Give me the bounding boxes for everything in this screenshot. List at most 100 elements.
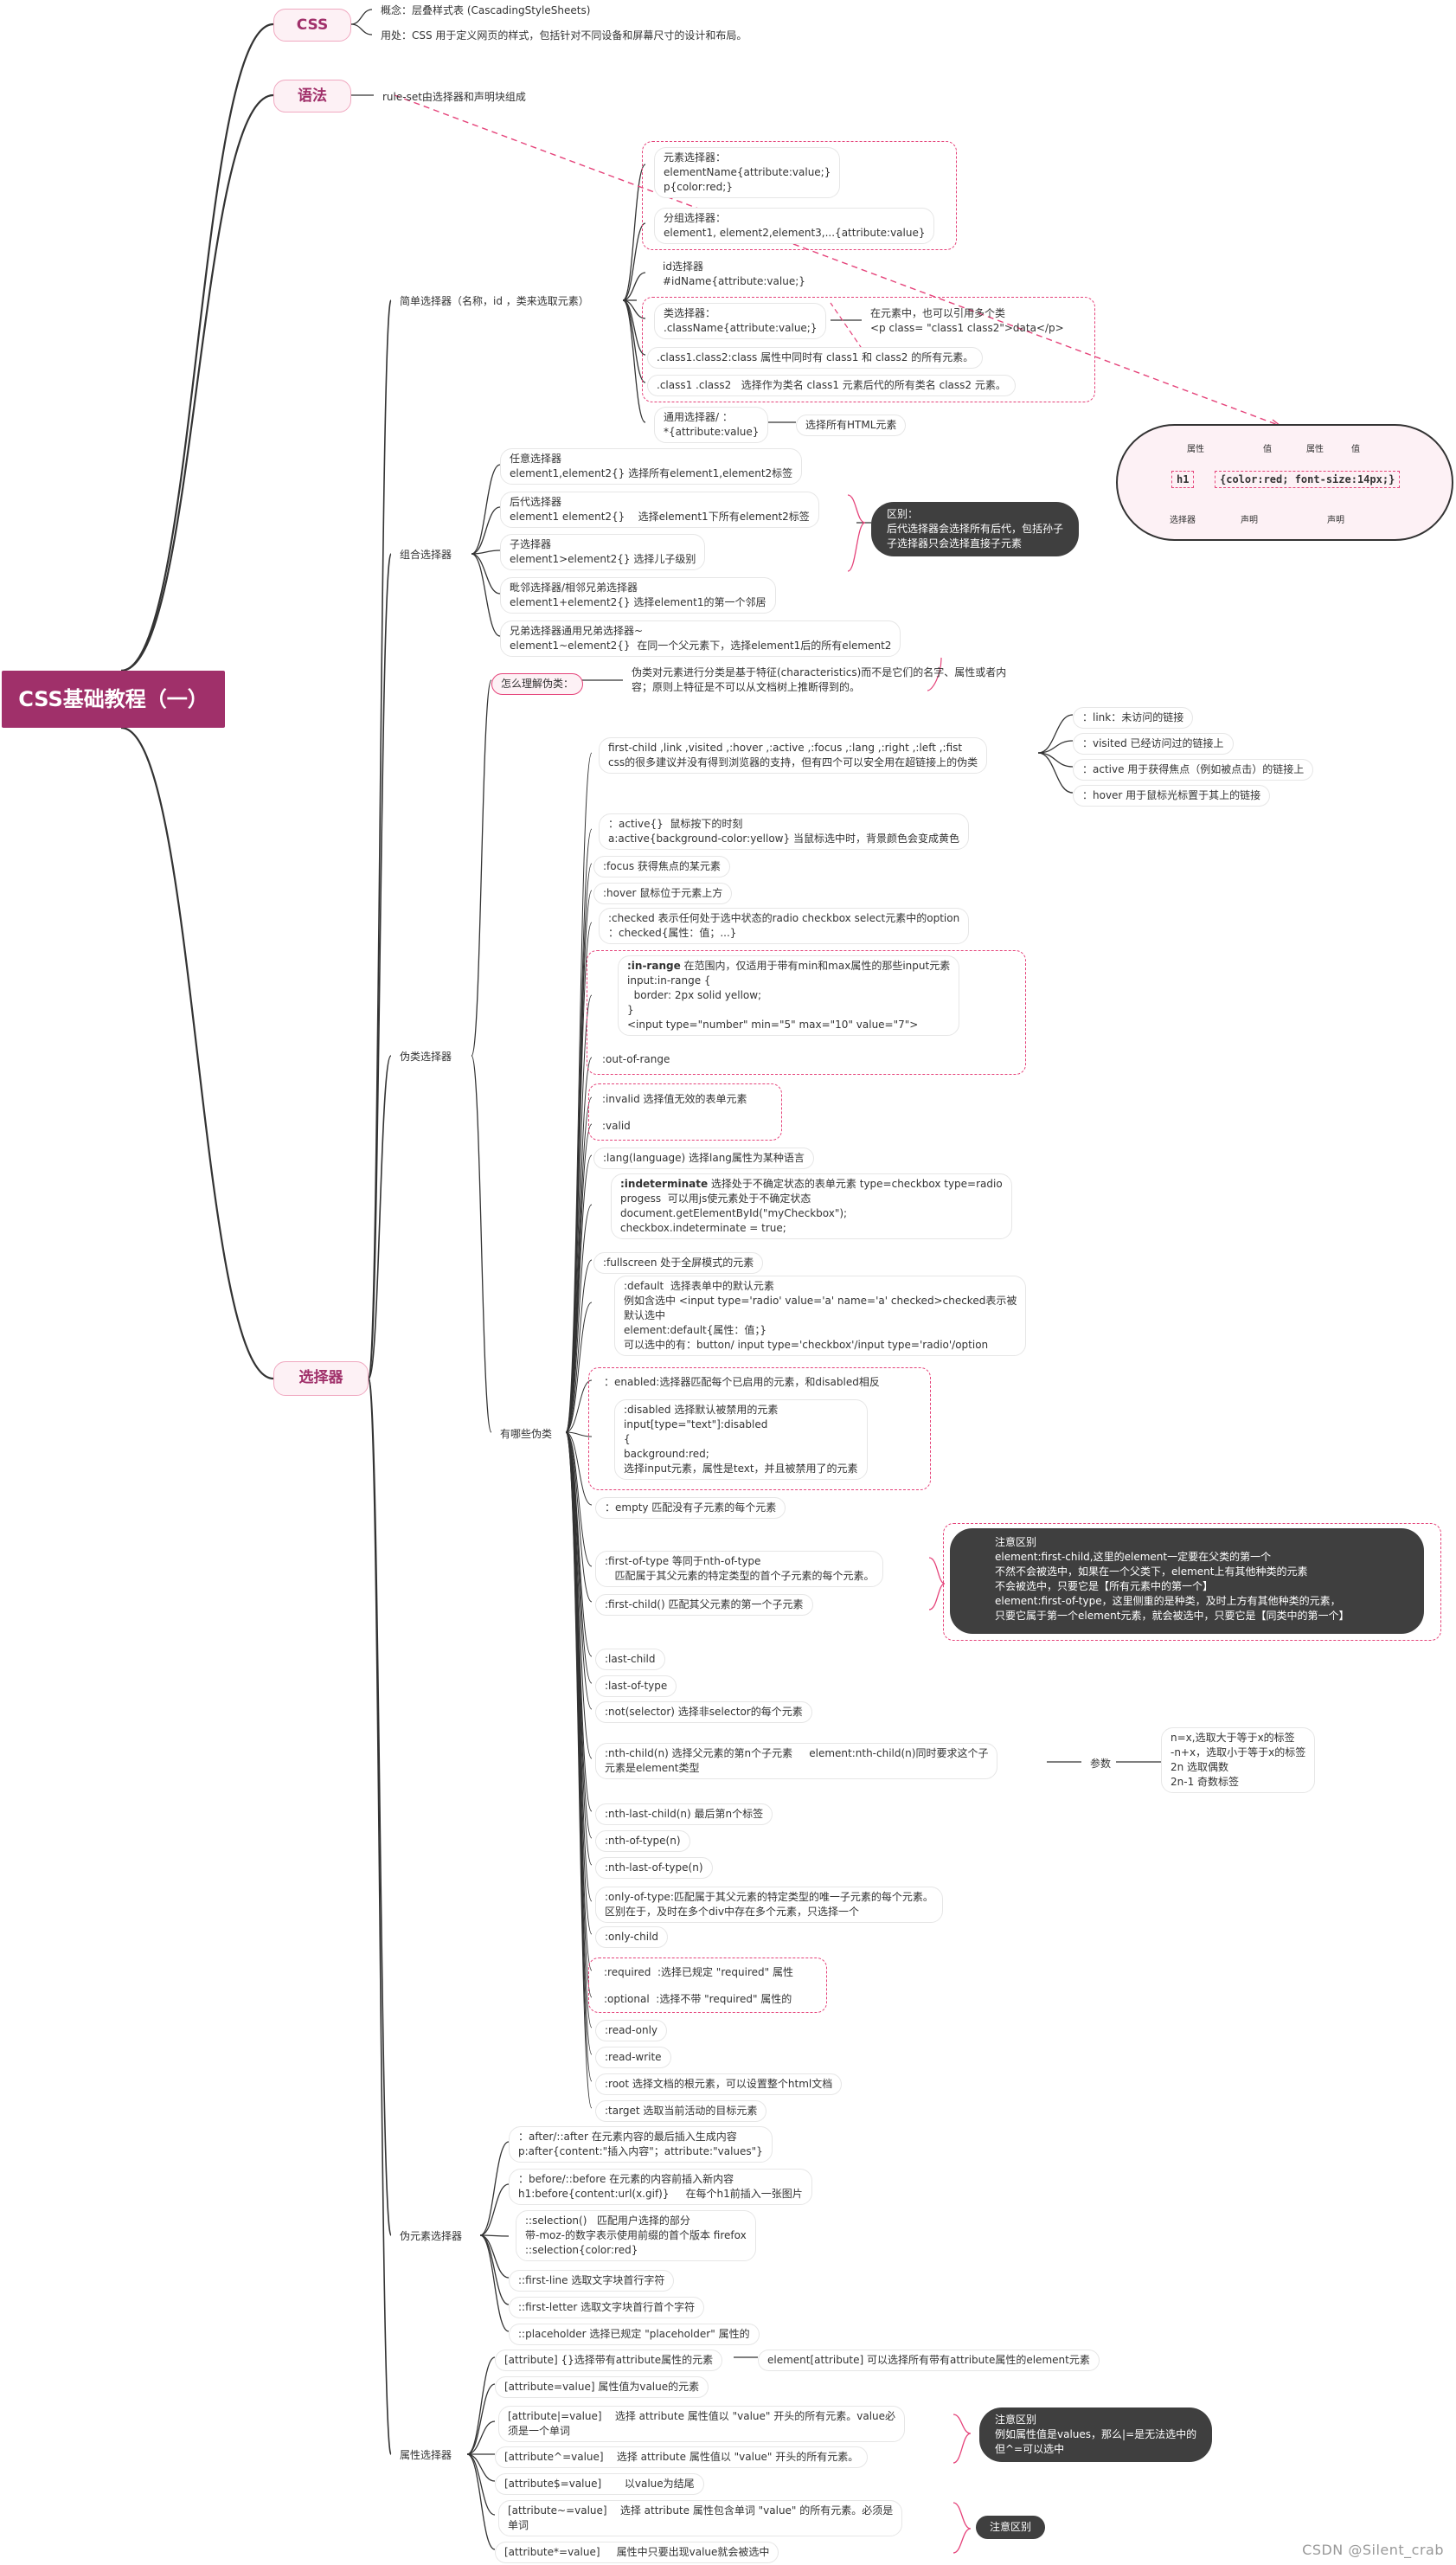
read-only-pseudo[interactable]: :read-only xyxy=(595,2020,668,2041)
attr-diff-note-2[interactable]: 注意区别 xyxy=(976,2516,1046,2539)
css-concept[interactable]: 概念：层叠样式表 (CascadingStyleSheets) xyxy=(381,4,591,16)
empty-pseudo[interactable]: ：empty 匹配没有子元素的每个元素 xyxy=(595,1497,786,1519)
edge-pseudo-item-15 xyxy=(565,1431,593,1506)
rule-val-label-1: 值 xyxy=(1263,445,1272,454)
edge-pseudo-item-12 xyxy=(565,1302,593,1433)
fullscreen-pseudo[interactable]: :fullscreen 处于全屏模式的元素 xyxy=(593,1252,764,1274)
focus-pseudo[interactable]: :focus 获得焦点的某元素 xyxy=(593,856,730,878)
optional-pseudo[interactable]: :optional :选择不带 "required" 属性的 xyxy=(604,1993,792,2005)
universal-selector[interactable]: 通用选择器/ ： *{attribute:value} xyxy=(654,407,769,443)
invalid-pseudo[interactable]: :invalid 选择值无效的表单元素 xyxy=(602,1093,747,1105)
nth-last-child-pseudo[interactable]: :nth-last-child(n) 最后第n个标签 xyxy=(595,1803,773,1825)
required-pseudo[interactable]: :required :选择已规定 "required" 属性 xyxy=(604,1966,793,1978)
dashed-group-enabled xyxy=(588,1367,931,1490)
group-selector[interactable]: 分组选择器： element1, element2,element3,...{a… xyxy=(654,208,935,244)
pseudo-class-selector[interactable]: 伪类选择器 xyxy=(400,1051,452,1063)
pseudo-understand[interactable]: 怎么理解伪类： xyxy=(491,673,584,695)
attribute-selector[interactable]: 属性选择器 xyxy=(400,2449,452,2461)
link-pseudo[interactable]: ：link：未访问的链接 xyxy=(1073,707,1194,729)
first-line-pseudo-element[interactable]: ::first-line 选取文字块首行字符 xyxy=(509,2270,675,2292)
rule-declarations: {color:red; font-size:14px;} xyxy=(1215,471,1401,488)
attr-star-selector[interactable]: [attribute*=value] 属性中只要出现value就会被选中 xyxy=(495,2542,779,2563)
syntax-ruleset[interactable]: rule-set由选择器和声明块组成 xyxy=(382,91,526,103)
root-node[interactable]: CSS基础教程（一） xyxy=(2,671,225,728)
attr-exists-note[interactable]: element[attribute] 可以选择所有带有attribute属性的e… xyxy=(758,2350,1100,2371)
only-child-pseudo[interactable]: :only-child xyxy=(595,1926,669,1948)
enabled-pseudo[interactable]: ：enabled:选择器匹配每个已启用的元素，和disabled相反 xyxy=(604,1376,880,1388)
class1-class2-selector[interactable]: .class1 .class2 选择作为类名 class1 元素后代的所有类名 … xyxy=(647,375,1016,396)
dashed-group-range xyxy=(587,950,1026,1075)
combo-diff-note[interactable]: 区别： 后代选择器会选择所有后代，包括孙子 子选择器只会选择直接子元素 xyxy=(871,502,1080,556)
in-range-pseudo[interactable]: :in-range 在范围内，仅适用于带有min和max属性的那些input元素… xyxy=(618,955,960,1036)
attr-caret-selector[interactable]: [attribute^=value] 选择 attribute 属性值以 "va… xyxy=(495,2446,869,2468)
only-of-type-pseudo[interactable]: :only-of-type:匹配属于其父元素的特定类型的唯一子元素的每个元素。 … xyxy=(595,1887,943,1923)
checked-pseudo[interactable]: :checked 表示任何处于选中状态的radio checkbox selec… xyxy=(599,908,970,944)
indeterminate-code: progess 可以用js使元素处于不确定状态 document.getElem… xyxy=(620,1192,848,1234)
nth-child-pseudo[interactable]: :nth-child(n) 选择父元素的第n个子元素 element:nth-c… xyxy=(595,1743,998,1779)
before-pseudo-element[interactable]: ：before/::before 在元素的内容前插入新内容 h1:before{… xyxy=(509,2169,812,2205)
out-of-range-pseudo[interactable]: :out-of-range xyxy=(602,1053,670,1065)
in-range-desc: 在范围内，仅适用于带有min和max属性的那些input元素 xyxy=(680,960,951,972)
adjacent-selector[interactable]: 毗邻选择器/相邻兄弟选择器 element1+element2{} 选择elem… xyxy=(500,577,776,614)
first-of-type-pseudo[interactable]: :first-of-type 等同于nth-of-type 匹配属于其父元素的特… xyxy=(595,1551,884,1587)
attr-exists-selector[interactable]: [attribute] {}选择带有attribute属性的元素 xyxy=(495,2350,723,2371)
active-link-pseudo[interactable]: ：active 用于获得焦点（例如被点击）的链接上 xyxy=(1073,759,1314,781)
lang-pseudo[interactable]: :lang(language) 选择lang属性为某种语言 xyxy=(593,1148,814,1169)
branch-selector[interactable]: 选择器 xyxy=(273,1361,369,1396)
root-pseudo[interactable]: :root 选择文档的根元素，可以设置整个html文档 xyxy=(595,2073,843,2095)
nth-child-param[interactable]: 参数 xyxy=(1090,1758,1112,1770)
css-usage[interactable]: 用处：CSS 用于定义网页的样式，包括针对不同设备和屏幕尺寸的设计和布局。 xyxy=(381,29,747,42)
descendant-selector[interactable]: 后代选择器 element1 element2{} 选择element1下所有e… xyxy=(500,492,819,528)
placeholder-pseudo-element[interactable]: ::placeholder 选择已规定 "placeholder" 属性的 xyxy=(509,2324,760,2345)
edge-attr-2 xyxy=(466,2420,496,2455)
nth-child-param-note[interactable]: n=x,选取大于等于x的标签 -n+x，选取小于等于x的标签 2n 选取偶数 2… xyxy=(1161,1727,1316,1793)
pseudo-which[interactable]: 有哪些伪类 xyxy=(500,1428,553,1440)
attr-dollar-selector[interactable]: [attribute$=value] 以value为结尾 xyxy=(495,2473,704,2495)
id-selector[interactable]: id选择器 #idName{attribute:value;} xyxy=(663,260,805,287)
first-letter-pseudo-element[interactable]: ::first-letter 选取文字块首行首个字符 xyxy=(509,2297,705,2318)
any-selector[interactable]: 任意选择器 element1,element2{} 选择所有element1,e… xyxy=(500,448,803,485)
simple-selector[interactable]: 简单选择器（名称，id ，类来选取元素） xyxy=(400,295,589,307)
first-diff-note[interactable]: 注意区别 element:first-child,这里的element一定要在父… xyxy=(950,1528,1424,1634)
last-of-type-pseudo[interactable]: :last-of-type xyxy=(595,1675,677,1697)
attr-pipe-selector[interactable]: [attribute|=value] 选择 attribute 属性值以 "va… xyxy=(498,2406,906,2442)
default-pseudo[interactable]: :default 选择表单中的默认元素 例如含选中 <input type='r… xyxy=(614,1276,1027,1356)
nth-of-type-pseudo[interactable]: :nth-of-type(n) xyxy=(595,1830,690,1852)
after-pseudo-element[interactable]: ：after/::after 在元素内容的最后插入生成内容 p:after{co… xyxy=(509,2126,773,2163)
selection-pseudo-element[interactable]: ::selection() 匹配用户选择的部分 带-moz-的数字表示使用前缀的… xyxy=(516,2210,756,2261)
nth-last-of-type-pseudo[interactable]: :nth-last-of-type(n) xyxy=(595,1857,713,1879)
attr-diff-note-1[interactable]: 注意区别 例如属性值是values，那么|=是无法选中的 但^=可以选中 xyxy=(979,2408,1213,2462)
edge-simple-2 xyxy=(622,272,646,301)
not-pseudo[interactable]: :not(selector) 选择非selector的每个元素 xyxy=(595,1701,812,1723)
attr-equals-selector[interactable]: [attribute=value] 属性值为value的元素 xyxy=(495,2376,709,2398)
last-child-pseudo[interactable]: :last-child xyxy=(595,1649,665,1670)
link-pseudo-group[interactable]: first-child ,link ,visited ,:hover ,:act… xyxy=(599,737,988,774)
class-selector[interactable]: 类选择器： .className{attribute:value;} xyxy=(654,303,827,339)
disabled-pseudo[interactable]: :disabled 选择默认被禁用的元素 input[type="text"]:… xyxy=(614,1399,868,1480)
first-child-pseudo[interactable]: :first-child() 匹配其父元素的第一个子元素 xyxy=(595,1594,813,1616)
hover-link-pseudo[interactable]: ：hover 用于鼠标光标置于其上的链接 xyxy=(1073,785,1271,807)
universal-note[interactable]: 选择所有HTML元素 xyxy=(796,415,907,436)
visited-pseudo[interactable]: ：visited 已经访问过的链接上 xyxy=(1073,733,1234,755)
sibling-selector[interactable]: 兄弟选择器通用兄弟选择器~ element1~element2{} 在同一个父元… xyxy=(500,620,901,657)
combo-selector[interactable]: 组合选择器 xyxy=(400,549,452,561)
target-pseudo[interactable]: :target 选取当前活动的目标元素 xyxy=(595,2100,767,2122)
element-selector[interactable]: 元素选择器： elementName{attribute:value;} p{c… xyxy=(654,147,841,198)
branch-syntax[interactable]: 语法 xyxy=(273,80,351,112)
edge-attr-5 xyxy=(466,2453,496,2516)
child-selector[interactable]: 子选择器 element1>element2{} 选择儿子级别 xyxy=(500,534,706,570)
rule-selector-label: 选择器 xyxy=(1170,516,1196,525)
class-multiple-note[interactable]: 在元素中，也可以引用多个类 <p class= "class1 class2">… xyxy=(870,307,1064,334)
attr-tilde-selector[interactable]: [attribute~=value] 选择 attribute 属性包含单词 "… xyxy=(498,2500,903,2536)
pseudo-understand-text[interactable]: 伪类对元素进行分类是基于特征(characteristics)而不是它们的名字、… xyxy=(632,666,1007,693)
pseudo-element-selector[interactable]: 伪元素选择器 xyxy=(400,2230,463,2242)
class12-selector[interactable]: .class1.class2:class 属性中同时有 class1 和 cla… xyxy=(647,347,984,369)
active-pseudo[interactable]: ：active{} 鼠标按下的时刻 a:active{background-co… xyxy=(599,813,969,850)
indeterminate-pseudo[interactable]: :indeterminate 选择处于不确定状态的表单元素 type=check… xyxy=(611,1173,1012,1239)
hover-pseudo[interactable]: :hover 鼠标位于元素上方 xyxy=(593,883,733,904)
edge-brace-attr1 xyxy=(952,2414,972,2464)
branch-css[interactable]: CSS xyxy=(273,9,351,42)
read-write-pseudo[interactable]: :read-write xyxy=(595,2047,671,2068)
valid-pseudo[interactable]: :valid xyxy=(602,1120,631,1132)
edge-link-0 xyxy=(1037,714,1074,754)
